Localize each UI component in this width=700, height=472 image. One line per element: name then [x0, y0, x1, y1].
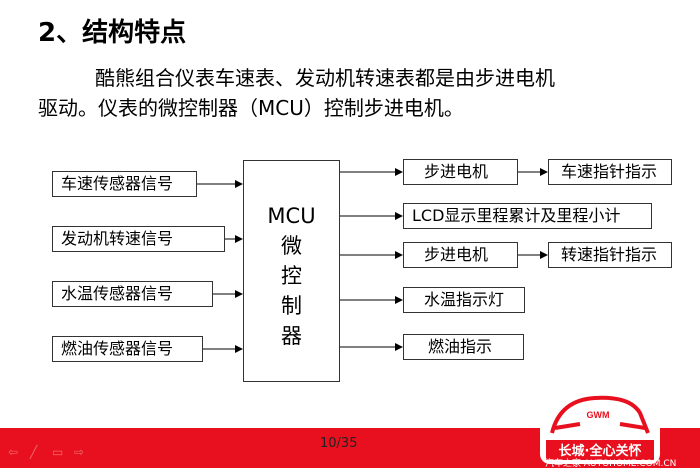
mcu-box: MCU 微 控 制 器 — [243, 160, 340, 382]
svg-text:GWM: GWM — [587, 410, 610, 420]
prev-arrow-icon[interactable]: ⇦ — [8, 445, 19, 459]
mcu-char: 微 — [281, 234, 302, 258]
mcu-char: 器 — [281, 324, 302, 348]
mcu-label: MCU — [267, 204, 316, 228]
menu-icon[interactable]: ▭ — [52, 445, 64, 459]
gwm-logo: GWM 长城·全心关怀 — [540, 388, 660, 468]
input-water-temp-signal: 水温传感器信号 — [52, 281, 213, 307]
mcu-char: 制 — [281, 294, 302, 318]
paragraph-line-1: 酷熊组合仪表车速表、发动机转速表都是由步进电机 — [95, 66, 555, 90]
rpm-needle-indicator: 转速指针指示 — [548, 242, 672, 268]
watermark: 汽车之家 AUTOHOME.COM.CN — [545, 459, 677, 469]
mcu-char: 控 — [281, 264, 302, 288]
output-lcd-odometer: LCD显示里程累计及里程小计 — [403, 203, 652, 229]
input-engine-speed-signal: 发动机转速信号 — [52, 226, 225, 252]
output-stepper-motor-1: 步进电机 — [403, 159, 518, 185]
output-stepper-motor-2: 步进电机 — [403, 242, 518, 268]
output-fuel-indicator: 燃油指示 — [403, 334, 524, 360]
input-fuel-signal: 燃油传感器信号 — [52, 336, 203, 362]
pen-icon[interactable]: ╱ — [30, 445, 38, 459]
svg-text:长城·全心关怀: 长城·全心关怀 — [559, 443, 642, 459]
page-number: 10/35 — [320, 436, 358, 451]
paragraph-line-2: 驱动。仪表的微控制器（MCU）控制步进电机。 — [38, 96, 464, 120]
speed-needle-indicator: 车速指针指示 — [548, 159, 672, 185]
slide-title: 2、结构特点 — [38, 18, 187, 48]
output-water-temp-lamp: 水温指示灯 — [403, 287, 525, 313]
input-vehicle-speed-signal: 车速传感器信号 — [52, 171, 197, 197]
next-arrow-icon[interactable]: ⇨ — [74, 445, 85, 459]
